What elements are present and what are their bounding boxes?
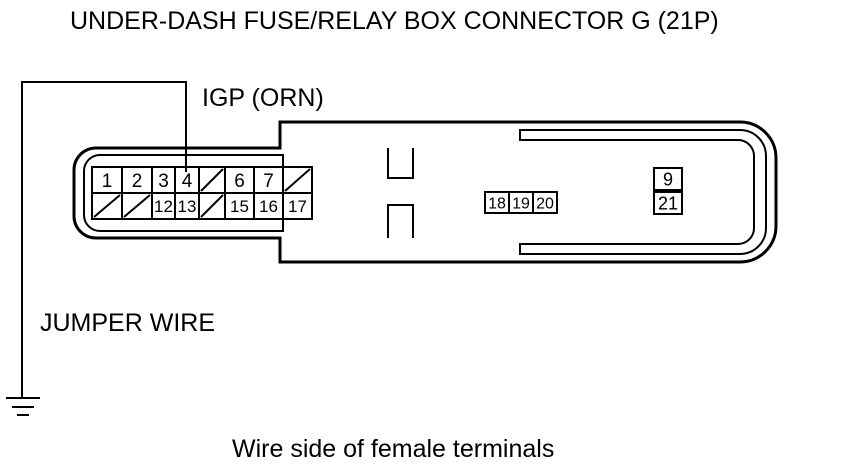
connector-housing [72, 120, 778, 264]
terminal-number: 3 [158, 171, 169, 192]
terminal-number: 19 [512, 195, 530, 212]
key-notch-bottom [387, 204, 414, 238]
terminal-number: 12 [154, 197, 173, 216]
view-caption: Wire side of female terminals [232, 435, 555, 463]
terminal-number: 18 [488, 195, 506, 212]
empty-cavity-slash-icon [200, 168, 224, 192]
key-notch-top [387, 148, 414, 179]
terminal-cavity [282, 192, 313, 220]
terminal-number: 1 [102, 171, 113, 192]
terminal-number: 21 [658, 193, 678, 213]
terminal-number: 6 [234, 171, 245, 192]
terminal-number: 9 [663, 169, 673, 189]
empty-cavity-slash-icon [284, 168, 311, 192]
jumper-wire [21, 81, 187, 398]
empty-cavity-slash-icon [123, 194, 151, 218]
lock-tab [519, 129, 767, 255]
terminal-number: 7 [263, 171, 274, 192]
terminal-number: 16 [259, 197, 278, 216]
terminal-number: 20 [536, 195, 554, 212]
empty-cavity-slash-icon [93, 194, 121, 218]
terminal-number: 17 [288, 197, 307, 216]
terminal-number: 4 [182, 171, 193, 192]
connector-inner-outline [83, 154, 284, 232]
ground-symbol-icon [6, 397, 40, 416]
terminal-cavity [532, 191, 558, 214]
terminal-cavity [653, 167, 683, 191]
jumper-wire-label: JUMPER WIRE [40, 309, 215, 337]
terminal-cavity [653, 191, 683, 215]
empty-cavity-slash-icon [200, 194, 224, 218]
terminal-number: 2 [132, 171, 143, 192]
terminal-number: 15 [230, 197, 249, 216]
diagram-title: UNDER-DASH FUSE/RELAY BOX CONNECTOR G (2… [70, 7, 719, 35]
igp-wire-label: IGP (ORN) [202, 84, 324, 112]
terminal-number: 13 [178, 197, 197, 216]
